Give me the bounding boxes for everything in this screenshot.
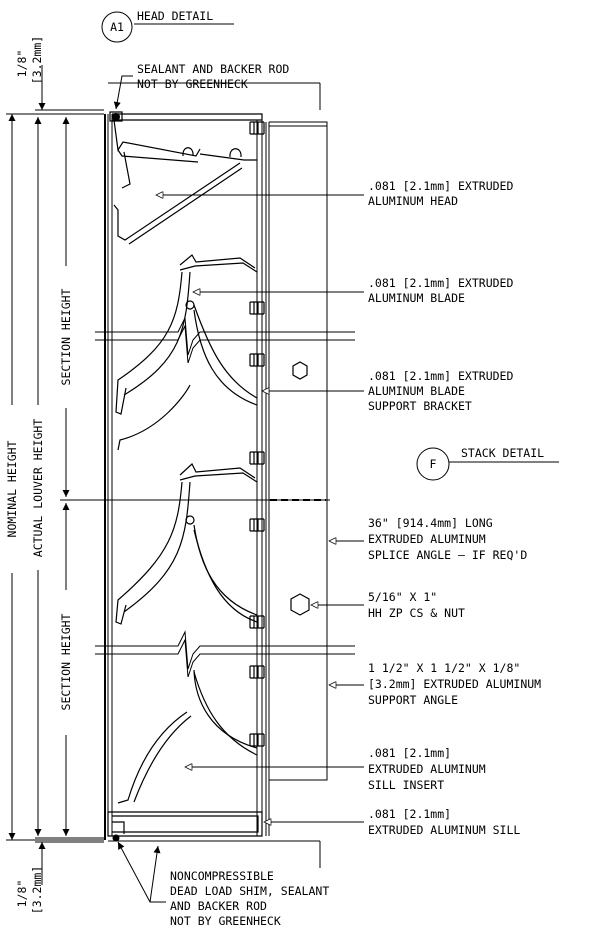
note-sill-insert-line-2: EXTRUDED ALUMINUM [368,762,486,776]
bottom-gap-inch: 1/8" [15,880,29,908]
nominal-height-dimension: NOMINAL HEIGHT [5,113,104,841]
blade-profiles [115,254,258,804]
note-sill-insert-line-1: .081 [2.1mm] [368,746,451,760]
top-gap-mm: [3.2mm] [30,36,44,84]
head-extrusion [109,111,263,245]
svg-text:1 1/2" X 1 1/2" X 1/8"[3.2mm]: 1 1/2" X 1 1/2" X 1/8" [3.2mm] EXTRUDED A… [368,661,541,707]
note-head-line-1: .081 [2.1mm] EXTRUDED [368,179,513,193]
note-head-line-2: ALUMINUM HEAD [368,194,458,208]
stack-detail-tag: F [430,457,437,471]
note-sill-line-1: .081 [2.1mm] [368,807,451,821]
note-sill-insert: .081 [2.1mm] EXTRUDED ALUMINUM SILL INSERT [185,746,486,792]
top-gap-dimension: 1/8" [3.2mm] [15,36,104,115]
note-shim-line-4: NOT BY GREENHECK [170,914,281,928]
note-sill-line-2: EXTRUDED ALUMINUM SILL [368,823,520,837]
screw-fasteners [249,121,265,747]
nominal-height-label: NOMINAL HEIGHT [5,440,19,537]
note-shim-line-1: NONCOMPRESSIBLE [170,869,274,883]
head-detail-tag: A1 [110,20,124,34]
note-bracket-line-1: .081 [2.1mm] EXTRUDED [368,369,513,383]
head-detail-title: HEAD DETAIL [137,9,213,23]
note-angle-line-3: SUPPORT ANGLE [368,693,458,707]
note-bolt-line-1: 5/16" X 1" [368,590,437,604]
note-shim-line-3: AND BACKER ROD [170,899,267,913]
stack-detail-callout: F STACK DETAIL [416,446,559,481]
note-splice-line-2: EXTRUDED ALUMINUM [368,532,486,546]
note-sealant-top-line-2: NOT BY GREENHECK [137,77,248,91]
section-height-dimensions: SECTION HEIGHT SECTION HEIGHT [59,117,330,836]
note-angle: 1 1/2" X 1 1/2" X 1/8" [3.2mm] EXTRUDED A… [329,661,541,707]
note-blade-line-1: .081 [2.1mm] EXTRUDED [368,276,513,290]
svg-text:5/16" X 1"HH ZP CS & NUT: 5/16" X 1" HH ZP CS & NUT [368,590,465,620]
bottom-gap-mm: [3.2mm] [30,866,44,914]
break-lines [95,316,355,678]
head-detail-callout: A1 HEAD DETAIL [101,9,234,43]
note-angle-line-1: 1 1/2" X 1 1/2" X 1/8" [368,661,520,675]
section-height-upper-label: SECTION HEIGHT [59,288,73,385]
svg-text:1/8" [3.2mm]: 1/8" [3.2mm] [15,866,44,914]
section-height-lower-label: SECTION HEIGHT [59,613,73,710]
note-sill: .081 [2.1mm] EXTRUDED ALUMINUM SILL [264,807,520,837]
louver-frame [107,114,328,836]
note-sill-insert-line-3: SILL INSERT [368,778,444,792]
svg-text:1/8" [3.2mm]: 1/8" [3.2mm] [15,36,44,84]
note-bolt-line-2: HH ZP CS & NUT [368,606,465,620]
wall-opening-lines [104,82,321,868]
sill-extrusion [107,811,263,842]
top-gap-inch: 1/8" [15,50,29,78]
bottom-gap-dimension: 1/8" [3.2mm] [15,837,104,914]
note-splice-line-1: 36" [914.4mm] LONG [368,516,493,530]
hex-bolt-icon [290,361,310,616]
note-sealant-top-line-1: SEALANT AND BACKER ROD [137,62,289,76]
note-angle-line-2: [3.2mm] EXTRUDED ALUMINUM [368,677,541,691]
note-shim-line-2: DEAD LOAD SHIM, SEALANT [170,884,329,898]
note-splice: 36" [914.4mm] LONG EXTRUDED ALUMINUM SPLIC… [329,516,527,562]
note-bolt: 5/16" X 1" HH ZP CS & NUT [311,590,465,620]
note-blade-line-2: ALUMINUM BLADE [368,291,465,305]
note-bracket-line-2: ALUMINUM BLADE [368,384,465,398]
note-bracket-line-3: SUPPORT BRACKET [368,399,472,413]
note-splice-line-3: SPLICE ANGLE – IF REQ'D [368,548,527,562]
stack-detail-title: STACK DETAIL [461,446,544,460]
actual-louver-height-dimension: ACTUAL LOUVER HEIGHT [31,117,45,836]
actual-louver-height-label: ACTUAL LOUVER HEIGHT [31,419,45,558]
svg-text:.081 [2.1mm]EXTRUDED ALUMINUM: .081 [2.1mm] EXTRUDED ALUMINUM SILL [368,807,520,837]
